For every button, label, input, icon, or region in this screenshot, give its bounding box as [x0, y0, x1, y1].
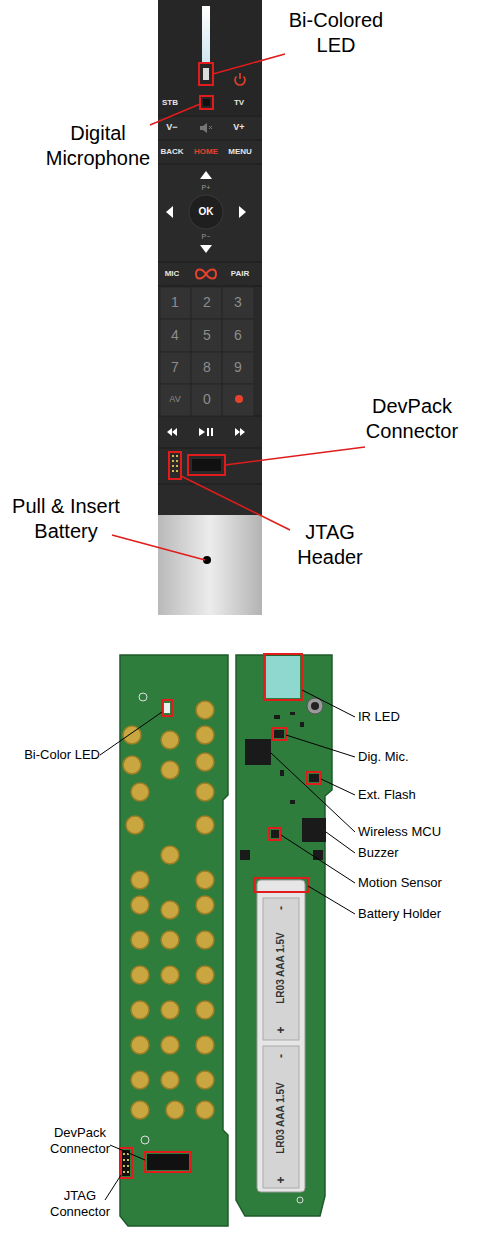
polarity-mark: - — [274, 1054, 289, 1058]
battery-marking: LR03 AAA 1.5V — [275, 1082, 288, 1154]
button-label: HOME — [194, 147, 218, 157]
callout-label: Buzzer — [358, 845, 398, 861]
callout-label: Pull & Insert Battery — [0, 494, 134, 544]
callout-label: Dig. Mic. — [358, 749, 409, 765]
callout-label: Motion Sensor — [358, 875, 442, 891]
key-number: 9 — [234, 359, 242, 377]
polarity-mark: - — [274, 906, 289, 910]
button-label: V− — [166, 122, 177, 133]
key-number: 1 — [171, 294, 179, 312]
button-label: V+ — [233, 122, 244, 133]
battery-marking: LR03 AAA 1.5V — [275, 932, 288, 1004]
button-label: P+ — [202, 184, 211, 193]
callout-label: IR LED — [358, 709, 400, 725]
callout-label: DevPack Connector — [357, 394, 467, 444]
polarity-mark: + — [274, 1026, 289, 1033]
key-number: 2 — [203, 294, 211, 312]
callout-label: Wireless MCU — [358, 824, 441, 840]
key-number: 4 — [171, 327, 179, 345]
callout-label: Battery Holder — [358, 906, 441, 922]
callout-label: Bi-Color LED — [24, 747, 100, 763]
button-label: MIC — [165, 269, 180, 279]
button-label: STB — [162, 98, 178, 108]
key-number: 8 — [203, 359, 211, 377]
key-number: 7 — [171, 359, 179, 377]
callout-label: Bi-Colored LED — [271, 8, 401, 58]
key-number: 0 — [203, 391, 211, 409]
callout-label: DevPack Connector — [43, 1125, 118, 1158]
callout-label: Ext. Flash — [358, 787, 416, 803]
key-number: AV — [169, 394, 180, 405]
button-label: MENU — [228, 147, 252, 157]
button-label: TV — [234, 98, 244, 108]
button-label: P− — [202, 233, 211, 242]
key-number: 5 — [203, 327, 211, 345]
callout-label: JTAG Header — [290, 520, 370, 570]
key-number: 3 — [234, 294, 242, 312]
callout-label: JTAG Connector — [43, 1188, 118, 1221]
button-label: OK — [199, 206, 214, 219]
button-label: PAIR — [231, 269, 250, 279]
button-label: BACK — [160, 147, 183, 157]
callout-label: Digital Microphone — [38, 121, 158, 171]
key-number: 6 — [234, 327, 242, 345]
polarity-mark: + — [274, 1176, 289, 1183]
